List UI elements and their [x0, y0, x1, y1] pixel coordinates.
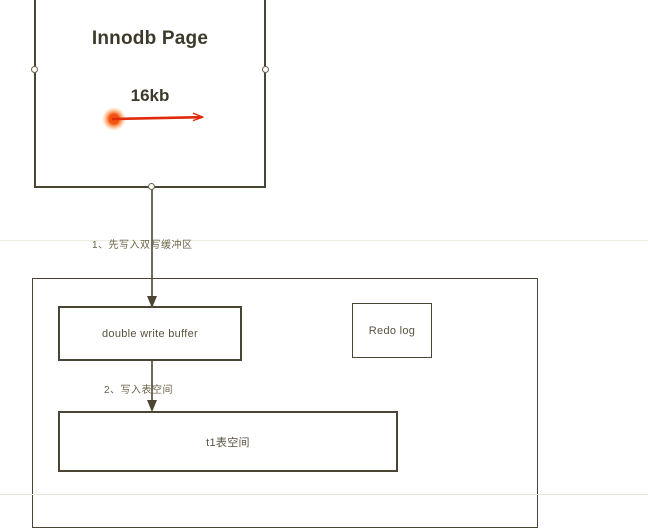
redo-log-label: Redo log: [368, 324, 416, 337]
connector-page-to-dwb: [147, 184, 157, 308]
connector-arrowhead: [147, 296, 157, 308]
step-1-label: 1、先写入双写缓冲区: [92, 240, 193, 251]
guide-line-upper: [0, 240, 648, 241]
selection-handle-right[interactable]: [262, 66, 269, 73]
connector-dwb-to-tablespace: [147, 360, 157, 412]
innodb-page-box[interactable]: Innodb Page 16kb: [34, 0, 266, 188]
guide-line-lower: [0, 494, 648, 495]
double-write-buffer-box[interactable]: double write buffer: [58, 306, 242, 361]
step-2-label: 2、写入表空间: [104, 385, 174, 396]
selection-handle-left[interactable]: [31, 66, 38, 73]
t1-tablespace-box[interactable]: t1表空间: [58, 411, 398, 472]
t1-tablespace-label: t1表空间: [206, 436, 250, 449]
innodb-page-size-label: 16kb: [130, 86, 170, 105]
redo-log-box[interactable]: Redo log: [352, 303, 432, 358]
selection-handle-bottom[interactable]: [148, 183, 155, 190]
connector-arrowhead: [147, 400, 157, 412]
double-write-buffer-label: double write buffer: [102, 327, 198, 340]
innodb-page-title: Innodb Page: [91, 28, 209, 49]
